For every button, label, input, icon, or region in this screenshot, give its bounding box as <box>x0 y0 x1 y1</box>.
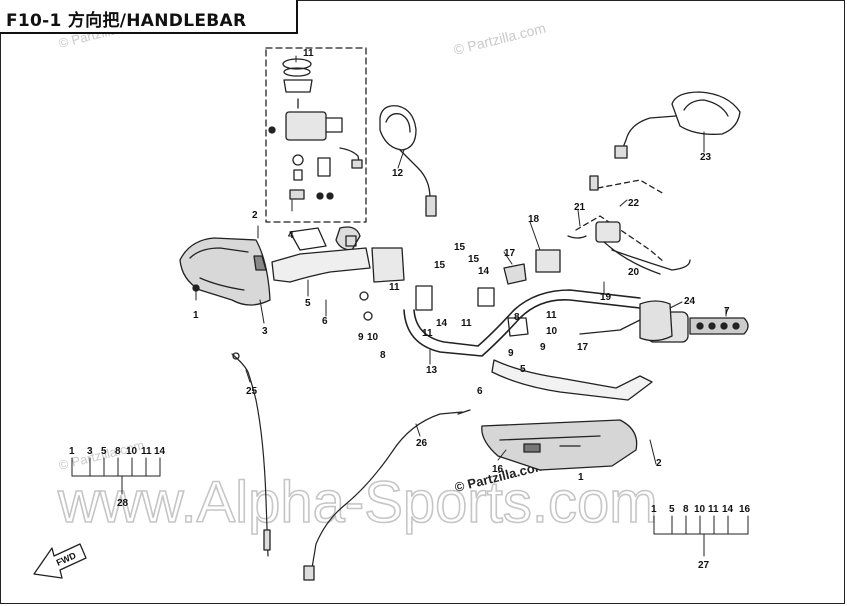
right-handguard <box>481 419 638 471</box>
alpha-sports-watermark: www.Alpha-Sports.com <box>57 470 658 535</box>
callout-11b: 11 <box>422 328 433 339</box>
callout-14a: 14 <box>436 318 448 329</box>
callout-5b: 5 <box>520 364 526 375</box>
callout-6b: 6 <box>477 386 483 397</box>
callout-6a: 6 <box>322 316 328 327</box>
callout-11-top: 11 <box>303 48 314 59</box>
callout-11a: 11 <box>389 282 400 293</box>
kit-28-item-1: 1 <box>69 446 75 457</box>
callout-21: 21 <box>574 202 586 213</box>
callout-12: 12 <box>392 168 404 179</box>
callout-10a: 10 <box>367 332 379 343</box>
left-switch-cluster <box>503 249 561 285</box>
callout-9b: 9 <box>540 342 546 353</box>
brake-master-cylinder-assembly <box>268 58 363 200</box>
page-title: F10-1 方向把/HANDLEBAR <box>6 11 247 31</box>
left-mirror <box>379 105 437 217</box>
callout-10b: 10 <box>546 326 558 337</box>
kit-27-item-11: 11 <box>708 504 719 515</box>
callout-9a: 9 <box>358 332 364 343</box>
callout-7: 7 <box>724 306 730 317</box>
callout-2b: 2 <box>656 458 662 469</box>
callout-9c: 9 <box>508 348 514 359</box>
callout-3: 3 <box>262 326 268 337</box>
callout-18: 18 <box>528 214 540 225</box>
callout-11c: 11 <box>461 318 472 329</box>
callout-8b: 8 <box>514 312 520 323</box>
callout-15b: 15 <box>454 242 466 253</box>
kit-28-label: 28 <box>117 498 129 509</box>
leader-lines <box>195 55 727 465</box>
clutch-cable <box>231 352 271 557</box>
callout-1a: 1 <box>193 310 199 321</box>
callout-2a: 2 <box>252 210 258 221</box>
callout-4: 4 <box>288 230 294 241</box>
callout-17a: 17 <box>504 248 516 259</box>
left-handguard <box>179 237 271 306</box>
throttle-cable <box>303 409 471 581</box>
kit-28-item-3: 3 <box>87 446 93 457</box>
kit-27-item-14: 14 <box>722 504 734 515</box>
kit-28-item-14: 14 <box>154 446 166 457</box>
kit-28-labels: 1 3 5 8 10 11 14 28 <box>69 446 166 509</box>
kit-27-item-16: 16 <box>739 504 751 515</box>
right-mirror <box>614 91 741 159</box>
fwd-arrow-icon <box>33 543 87 579</box>
partzilla-watermark-top: © Partzilla.com <box>452 20 547 58</box>
callout-16: 16 <box>492 464 504 475</box>
kit-27-label: 27 <box>698 560 710 571</box>
callout-24: 24 <box>684 296 696 307</box>
callout-1b: 1 <box>578 472 584 483</box>
right-guard-bracket <box>491 359 653 401</box>
kit-27-labels: 1 5 8 10 11 14 16 27 <box>651 504 751 571</box>
callout-26: 26 <box>416 438 428 449</box>
kit-27-item-10: 10 <box>694 504 706 515</box>
kit-27-item-5: 5 <box>669 504 675 515</box>
callout-8a: 8 <box>380 350 386 361</box>
callout-25: 25 <box>246 386 258 397</box>
kit-27-bracket <box>653 515 749 557</box>
handlebar-tube <box>403 289 641 357</box>
callout-15c: 15 <box>468 254 480 265</box>
callout-labels: 11 4 2 3 1 5 6 12 23 9 10 8 11 11 14 15 … <box>193 48 730 483</box>
master-cylinder-group-box <box>265 47 367 223</box>
callout-20: 20 <box>628 267 640 278</box>
right-lever-assembly <box>567 175 691 275</box>
kit-27-item-1: 1 <box>651 504 657 515</box>
right-switch-housing <box>579 300 673 342</box>
callout-22: 22 <box>628 198 640 209</box>
kit-27-item-8: 8 <box>683 504 689 515</box>
kit-28-item-8: 8 <box>115 446 121 457</box>
kit-28-item-11: 11 <box>141 446 152 457</box>
callout-11d: 11 <box>546 310 557 321</box>
callout-5a: 5 <box>305 298 311 309</box>
callout-17b: 17 <box>577 342 589 353</box>
callout-13: 13 <box>426 365 438 376</box>
kit-28-item-5: 5 <box>101 446 107 457</box>
callout-19: 19 <box>600 292 612 303</box>
handlebar-clamps <box>335 226 529 337</box>
callout-15a: 15 <box>434 260 446 271</box>
left-guard-bracket <box>271 227 371 283</box>
kit-28-item-10: 10 <box>126 446 138 457</box>
title-box: F10-1 方向把/HANDLEBAR <box>0 0 298 34</box>
callout-14b: 14 <box>478 266 490 277</box>
callout-23: 23 <box>700 152 712 163</box>
kit-28-bracket <box>71 457 161 495</box>
